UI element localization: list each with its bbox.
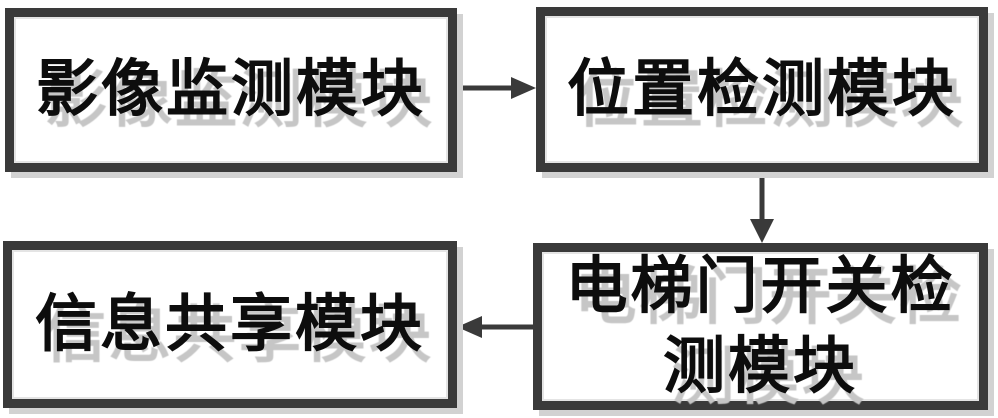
arrow-door-to-sharing-icon — [457, 316, 536, 338]
module-box-position-detection: 位置检测模块 — [536, 7, 988, 172]
module-box-image-monitoring: 影像监测模块 — [5, 8, 457, 172]
module-label-information-sharing: 信息共享模块 — [34, 290, 425, 359]
arrow-position-to-door-icon — [750, 170, 774, 243]
module-box-information-sharing: 信息共享模块 — [3, 241, 457, 408]
module-label-line-1: 电梯门开关检 — [565, 252, 956, 321]
module-label-elevator-door-switch-detection: 电梯门开关检测模块 — [565, 247, 955, 407]
module-label-image-monitoring: 影像监测模块 — [35, 56, 426, 124]
module-label-line-2: 测模块 — [662, 332, 858, 401]
module-label-position-detection: 位置检测模块 — [566, 55, 957, 124]
arrow-image-to-position-icon — [455, 77, 536, 99]
module-box-elevator-door-switch-detection: 电梯门开关检测模块 — [533, 243, 988, 410]
